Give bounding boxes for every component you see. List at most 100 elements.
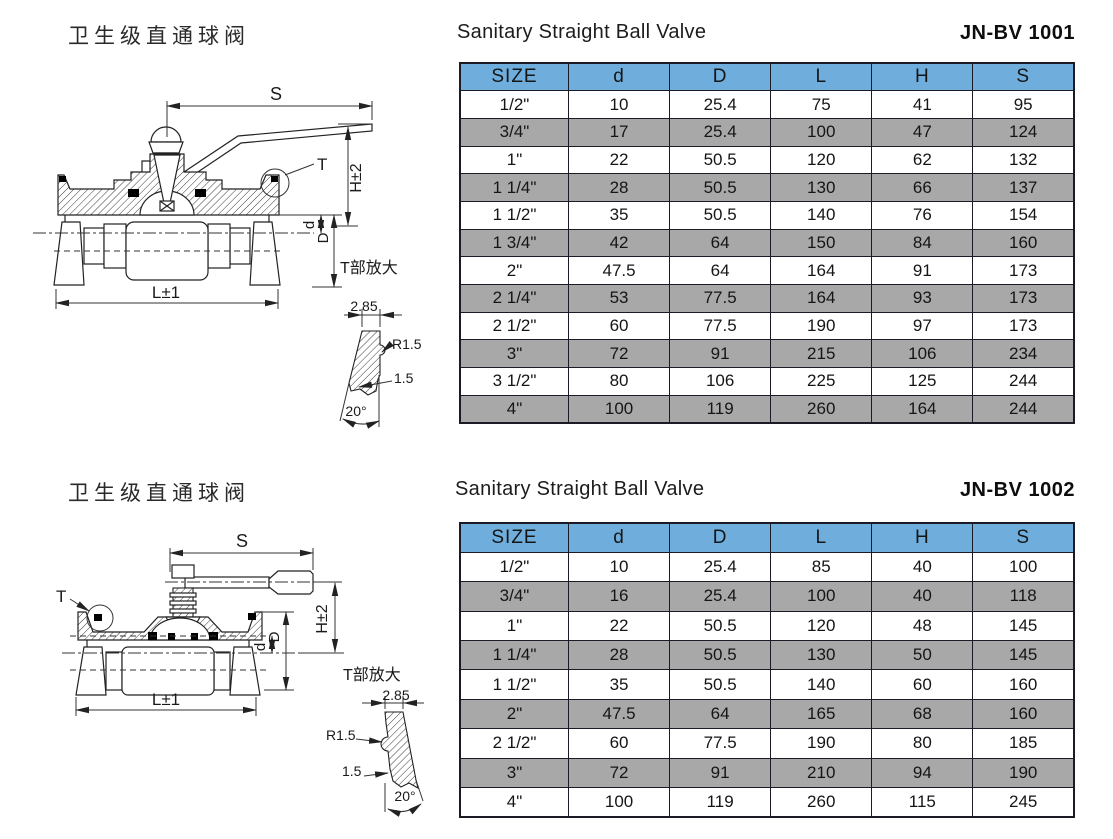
detail-angle: 20° <box>394 788 415 804</box>
section2-chinese-title: 卫生级直通球阀 <box>68 481 250 505</box>
technical-drawing-bv1001: S T H±2 d D L±1 T部放大 2.85 <box>33 84 422 429</box>
table-cell: 47.5 <box>567 698 671 730</box>
table-cell: 66 <box>871 173 974 202</box>
table-cell: 93 <box>871 284 974 313</box>
table-cell: 260 <box>770 787 873 818</box>
section1-model-number: JN-BV 1001 <box>959 22 1075 44</box>
table-cell: 106 <box>871 339 974 369</box>
table-cell: 76 <box>871 200 974 230</box>
dim-label-s: S <box>270 84 282 104</box>
table-cell: 154 <box>972 200 1075 230</box>
table-cell: 244 <box>972 394 1075 424</box>
t-callout: T <box>56 587 114 632</box>
section1-chinese-title: 卫生级直通球阀 <box>68 24 250 48</box>
table-cell: 25.4 <box>669 117 772 147</box>
dim-label-l: L±1 <box>152 283 180 302</box>
detail-radius: R1.5 <box>392 336 422 352</box>
technical-drawing-bv1002: S T H±2 d D L±1 T部放大 2.85 <box>56 531 424 817</box>
dimension-s: S <box>166 84 373 137</box>
table-cell: 50.5 <box>669 173 772 202</box>
table-cell: 64 <box>669 228 772 258</box>
dim-label-d-outer: D <box>266 631 283 642</box>
dimension-l: L±1 <box>75 690 257 716</box>
table-cell: 84 <box>871 228 974 258</box>
dimension-h: H±2 <box>298 581 344 654</box>
table-cell: 64 <box>669 256 772 285</box>
table-cell: 91 <box>669 757 772 789</box>
table-cell: 1 1/2" <box>459 669 569 700</box>
table-cell: 165 <box>770 698 873 730</box>
table-cell: 60 <box>871 669 974 700</box>
table-cell: 68 <box>871 698 974 730</box>
dim-label-h: H±2 <box>314 604 331 633</box>
table-cell: 3/4" <box>459 581 569 612</box>
dim-label-d-outer: D <box>315 232 332 243</box>
table-cell: 35 <box>567 669 671 700</box>
table-cell: 140 <box>770 669 873 700</box>
table-cell: 50.5 <box>669 669 772 700</box>
table-cell: 2" <box>459 256 569 285</box>
table-cell: 47.5 <box>567 256 671 285</box>
dim-label-h: H±2 <box>348 163 365 192</box>
table-cell: 215 <box>770 339 873 369</box>
column-header: d <box>567 522 671 553</box>
detail-step: 1.5 <box>394 370 414 386</box>
table-cell: 1 1/4" <box>459 640 569 671</box>
table-cell: 210 <box>770 757 873 789</box>
table-cell: 119 <box>669 394 772 424</box>
table-cell: 47 <box>871 117 974 147</box>
detail-wedge <box>380 711 419 790</box>
detail-angle: 20° <box>345 403 366 419</box>
table-cell: 4" <box>459 787 569 818</box>
dim-label-s: S <box>236 531 248 551</box>
table-cell: 1 1/2" <box>459 200 569 230</box>
table-cell: 234 <box>972 339 1075 369</box>
valve-stem <box>169 587 197 619</box>
table-cell: 124 <box>972 117 1075 147</box>
table-cell: 42 <box>567 228 671 258</box>
detail-view-t: T部放大 2.85 R1.5 1.5 20° <box>326 666 424 817</box>
table-cell: 50 <box>871 640 974 671</box>
table-cell: 77.5 <box>669 728 772 759</box>
table-cell: 173 <box>972 256 1075 285</box>
table-cell: 244 <box>972 367 1075 396</box>
table-cell: 190 <box>770 728 873 759</box>
table-cell: 72 <box>567 339 671 369</box>
valve-clamp-ends <box>53 215 281 286</box>
column-header: D <box>669 62 772 92</box>
dim-label-t: T <box>56 587 66 606</box>
column-header: S <box>972 522 1075 553</box>
dimension-h: H±2 <box>334 123 372 227</box>
table-cell: 60 <box>567 728 671 759</box>
table-cell: 41 <box>871 90 974 119</box>
table-cell: 1" <box>459 145 569 175</box>
table-cell: 1 3/4" <box>459 228 569 258</box>
table-cell: 100 <box>567 787 671 818</box>
valve-handle-lever <box>141 123 373 180</box>
table-cell: 160 <box>972 698 1075 730</box>
table-cell: 40 <box>871 581 974 612</box>
column-header: L <box>770 62 873 92</box>
table-cell: 132 <box>972 145 1075 175</box>
table-cell: 164 <box>871 394 974 424</box>
detail-top-width: 2.85 <box>382 687 409 703</box>
detail-wedge <box>348 330 386 396</box>
table-cell: 160 <box>972 669 1075 700</box>
table-cell: 137 <box>972 173 1075 202</box>
dimension-d-inner: d <box>279 214 342 234</box>
table-cell: 40 <box>871 551 974 583</box>
table-cell: 173 <box>972 284 1075 313</box>
column-header: H <box>871 62 974 92</box>
table-cell: 28 <box>567 173 671 202</box>
